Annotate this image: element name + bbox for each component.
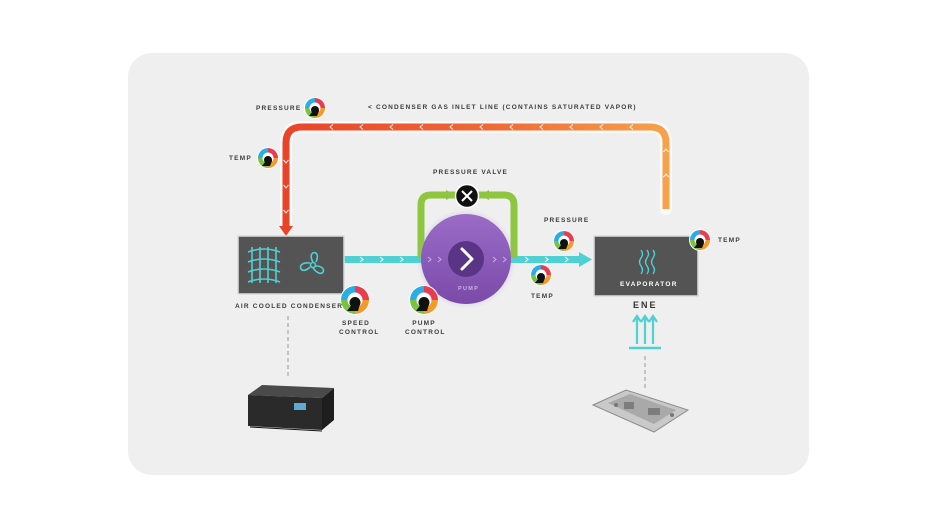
air-cooled-condenser[interactable] [237,235,345,295]
heat-wave-icon [638,249,656,275]
flow-arrowhead-down [279,226,293,236]
pressure-valve-icon[interactable] [454,183,480,209]
temp-label: TEMP [718,237,741,244]
gas-inlet-line-label: < CONDENSER GAS INLET LINE (CONTAINS SAT… [368,104,637,111]
evaporator[interactable] [593,235,699,297]
ene-label: ENE [633,300,658,310]
dashed-connectors [287,316,646,390]
speed-control-gauge-icon[interactable] [340,285,370,315]
chevron-left-icon: < [368,104,373,111]
pump-control-label: PUMP CONTROL [405,320,446,336]
pressure-valve-label: PRESSURE VALVE [433,169,509,176]
pump-label: PUMP [458,286,480,292]
fan-icon [299,251,325,274]
temp-label: TEMP [531,293,554,300]
condenser-label: AIR COOLED CONDENSER [235,303,344,310]
gas-inlet-line [279,121,672,236]
temp-gauge-icon [530,264,552,286]
pressure-gauge-icon [304,97,326,119]
speed-control-label: SPEED CONTROL [339,320,380,336]
pump-control-gauge-icon[interactable] [409,285,439,315]
heat-rising-arrows-icon [629,314,661,350]
temp-gauge-icon [689,229,711,251]
pressure-label: PRESSURE [256,105,302,112]
flow-arrowhead-right [579,252,592,267]
pump[interactable] [416,209,516,309]
cold-plate-image [591,389,690,433]
pump-play-icon [448,241,484,277]
coil-icon [247,247,281,283]
rack-unit-image [248,385,334,432]
pressure-gauge-icon [553,230,575,252]
temp-gauge-icon [257,147,279,169]
temp-label: TEMP [229,155,252,162]
evaporator-label: EVAPORATOR [620,281,678,288]
pressure-label: PRESSURE [544,217,590,224]
